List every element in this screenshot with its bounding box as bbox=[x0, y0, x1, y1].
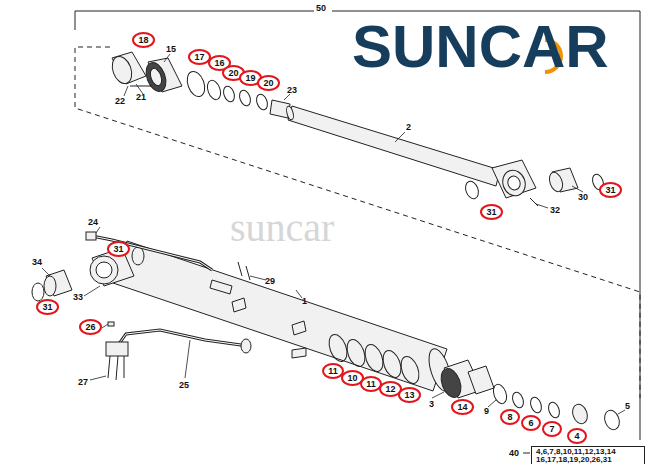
watermark: suncar bbox=[230, 206, 334, 250]
kit-box: 4,6,7,8,10,11,12,13,14 16,17,18,19,20,26… bbox=[531, 446, 645, 464]
callout-circle: 31 bbox=[599, 182, 622, 198]
callout-number: 14 bbox=[457, 402, 467, 412]
callout-number: 11 bbox=[328, 366, 338, 376]
part-number: 30 bbox=[578, 192, 588, 202]
callout-number: 18 bbox=[138, 35, 148, 45]
callout-number: 20 bbox=[263, 78, 273, 88]
callout-number: 11 bbox=[366, 379, 376, 389]
callout-circle: 18 bbox=[132, 32, 155, 48]
callout-circle: 31 bbox=[480, 204, 503, 220]
part-number: 2 bbox=[406, 122, 411, 132]
part-number: 33 bbox=[73, 292, 83, 302]
barrel-assembly bbox=[32, 232, 622, 432]
part-number: 40 bbox=[509, 448, 519, 458]
part-number: 50 bbox=[316, 3, 326, 13]
part-number: 1 bbox=[302, 296, 307, 306]
part-number: 25 bbox=[179, 380, 189, 390]
kit-list: 4,6,7,8,10,11,12,13,14 16,17,18,19,20,26… bbox=[536, 448, 640, 464]
callout-number: 4 bbox=[574, 431, 579, 441]
callout-circle: 31 bbox=[36, 299, 59, 315]
part-number: 23 bbox=[287, 85, 297, 95]
dashed-outline bbox=[75, 47, 640, 398]
callout-circle: 26 bbox=[79, 319, 102, 335]
callout-number: 7 bbox=[549, 424, 554, 434]
callout-number: 31 bbox=[42, 302, 52, 312]
callout-circle: 7 bbox=[542, 421, 562, 437]
part-number: 22 bbox=[115, 96, 125, 106]
callout-number: 16 bbox=[214, 58, 224, 68]
callout-circle: 4 bbox=[567, 428, 587, 444]
assembly-bracket bbox=[75, 11, 640, 440]
callout-number: 20 bbox=[228, 68, 238, 78]
part-number: 3 bbox=[429, 399, 434, 409]
part-number: 29 bbox=[265, 276, 275, 286]
part-number: 34 bbox=[32, 257, 42, 267]
brand-logo: SUNCAR bbox=[352, 14, 609, 80]
part-number: 21 bbox=[136, 92, 146, 102]
callout-circle: 13 bbox=[398, 387, 421, 403]
callout-number: 12 bbox=[385, 384, 395, 394]
callout-number: 26 bbox=[85, 322, 95, 332]
leader-lines bbox=[42, 54, 625, 414]
callout-number: 19 bbox=[245, 73, 255, 83]
part-number: 27 bbox=[78, 377, 88, 387]
callout-circle: 6 bbox=[521, 415, 541, 431]
callout-number: 31 bbox=[486, 207, 496, 217]
part-number: 24 bbox=[88, 217, 98, 227]
part-number: 15 bbox=[166, 44, 176, 54]
callout-number: 31 bbox=[113, 244, 123, 254]
part-number: 32 bbox=[550, 205, 560, 215]
callout-number: 6 bbox=[528, 418, 533, 428]
callout-number: 13 bbox=[404, 390, 414, 400]
callout-circle: 8 bbox=[500, 409, 520, 425]
part-number: 5 bbox=[625, 401, 630, 411]
callout-number: 17 bbox=[194, 52, 204, 62]
callout-number: 8 bbox=[507, 412, 512, 422]
callout-circle: 31 bbox=[107, 241, 130, 257]
callout-number: 10 bbox=[347, 373, 357, 383]
kit-leader bbox=[523, 453, 530, 454]
callout-number: 31 bbox=[605, 185, 615, 195]
part-number: 9 bbox=[484, 406, 489, 416]
callout-circle: 20 bbox=[257, 75, 280, 91]
callout-circle: 14 bbox=[451, 399, 474, 415]
